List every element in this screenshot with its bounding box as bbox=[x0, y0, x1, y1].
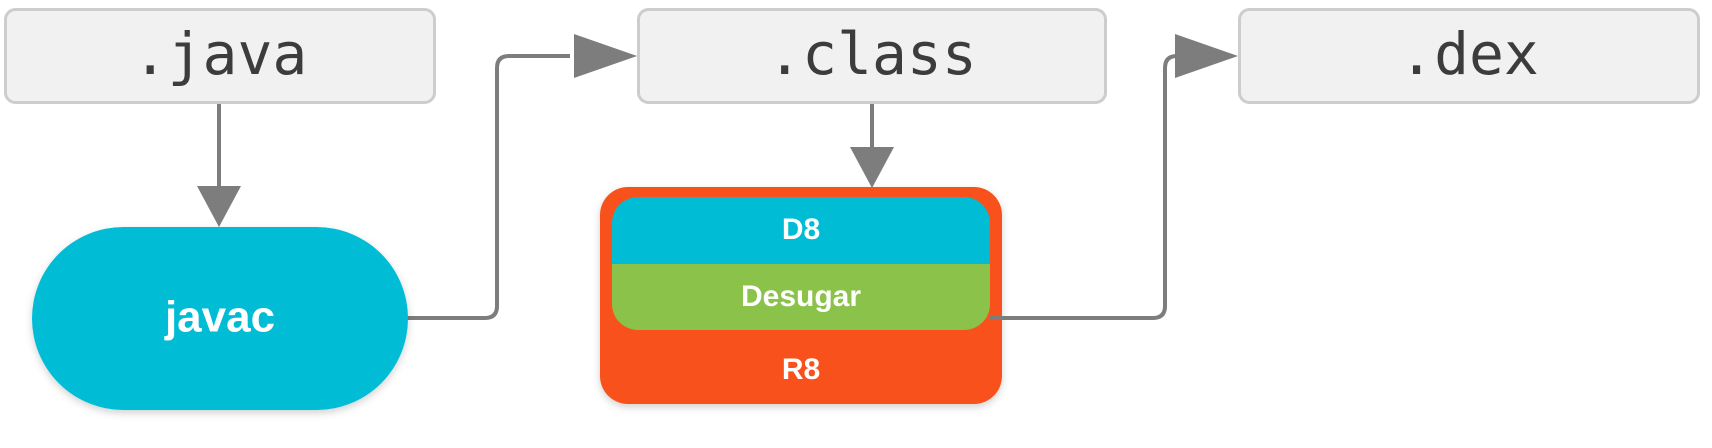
artifact-box-shape bbox=[1238, 8, 1700, 104]
process-d8-desugar-stack bbox=[612, 197, 990, 330]
connector-javac-to-class bbox=[406, 34, 637, 320]
connector-class-to-d8 bbox=[850, 104, 894, 188]
artifact-java-box: .java bbox=[4, 8, 436, 104]
process-d8-label: D8 bbox=[782, 213, 820, 246]
artifact-dex-label: .dex bbox=[1399, 20, 1539, 88]
artifact-java-label: .java bbox=[133, 20, 308, 88]
connector-line bbox=[990, 54, 1180, 320]
artifact-dex-box: .dex bbox=[1238, 8, 1700, 104]
connector-java-to-javac bbox=[197, 104, 241, 227]
process-javac: javac bbox=[32, 227, 408, 410]
arrow-head-icon bbox=[850, 147, 894, 188]
process-r8-label: R8 bbox=[782, 353, 820, 386]
artifact-class-label: .class bbox=[767, 20, 977, 88]
artifact-box-shape bbox=[4, 8, 436, 104]
process-desugar-label: Desugar bbox=[741, 280, 861, 313]
process-desugar-shape bbox=[612, 264, 990, 330]
artifact-box-shape bbox=[637, 8, 1107, 104]
process-javac-shape bbox=[32, 227, 408, 410]
connector-desugar-to-dex bbox=[990, 34, 1238, 320]
connector-line bbox=[406, 54, 570, 320]
process-r8-group: D8 Desugar R8 bbox=[600, 187, 1002, 404]
process-javac-label: javac bbox=[164, 293, 275, 342]
process-d8-shape bbox=[612, 197, 990, 264]
arrow-head-icon bbox=[1175, 34, 1238, 78]
arrow-head-icon bbox=[197, 186, 241, 227]
arrow-head-icon bbox=[574, 34, 637, 78]
artifact-class-box: .class bbox=[637, 8, 1107, 104]
